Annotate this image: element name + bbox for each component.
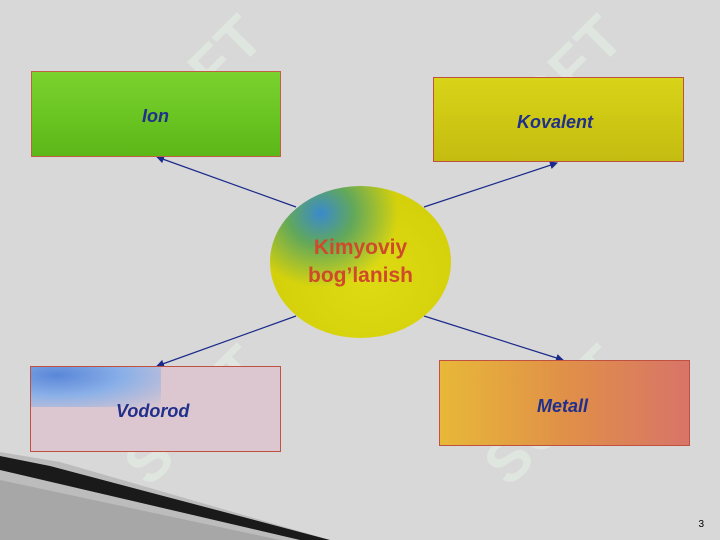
arrow-to-metall [423, 315, 564, 362]
box-ion-label: Ion [142, 106, 169, 126]
box-vodorod-label: Vodorod [116, 401, 190, 421]
box-kovalent: Kovalent [433, 77, 684, 162]
box-vodorod: Vodorod [30, 366, 281, 452]
box-kovalent-label: Kovalent [517, 112, 594, 132]
box-metall: Metall [439, 360, 690, 446]
arrow-to-ion [156, 155, 297, 208]
gradient-tint [31, 367, 161, 407]
box-ion: Ion [31, 71, 281, 157]
arrow-to-vodorod [156, 315, 297, 368]
center-node [270, 186, 451, 338]
corner-stripe [0, 452, 330, 540]
center-line-2: bog’lanish [308, 264, 413, 287]
arrow-to-kovalent [423, 161, 558, 208]
box-metall-label: Metall [537, 396, 589, 416]
center-line-1: Kimyoviy [313, 236, 408, 259]
center-node-label: Kimyoviy bog’lanish [270, 234, 451, 290]
page-number: 3 [698, 519, 704, 530]
